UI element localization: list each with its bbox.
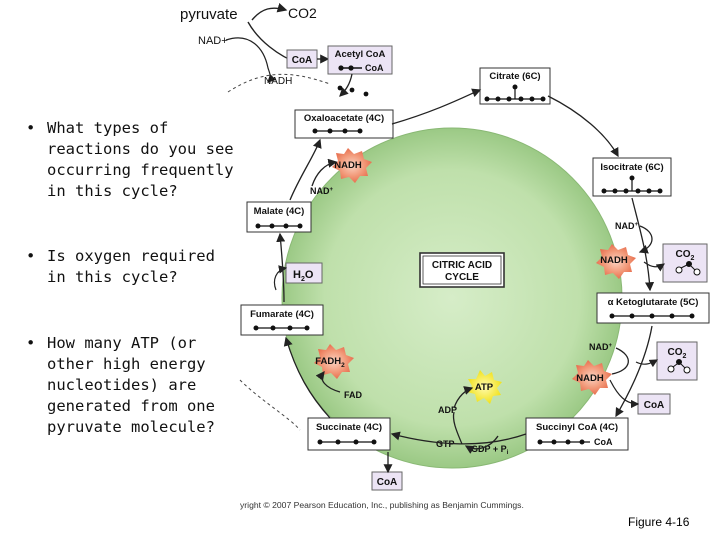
figure-caption: Figure 4-16 (628, 515, 690, 529)
nadh-top-label: NADH (264, 76, 292, 87)
svg-text:ATP: ATP (475, 382, 494, 393)
nad-plus-label-right2: NAD+ (589, 342, 613, 352)
oxaloacetate-chain (312, 128, 363, 134)
fadh2-star: FADH2 (314, 344, 354, 379)
cycle-arrows (276, 88, 655, 474)
succinyl-coa-label: Succinyl CoA (4C) (536, 422, 618, 433)
svg-text:NADH: NADH (600, 255, 628, 266)
succinate-box (307, 417, 391, 451)
succinate-chain (317, 439, 377, 445)
h2o-label: H2O (293, 269, 314, 283)
oxaloacetate-label: Oxaloacetate (4C) (304, 113, 384, 124)
nadh-dot-chain (337, 85, 369, 97)
cycle-title-box (419, 252, 505, 288)
coa-top-label: CoA (292, 55, 313, 66)
succinyl-coa-group: CoA (594, 437, 613, 447)
pyruvate-to-co2-arrow (251, 2, 288, 21)
malate-label: Malate (4C) (254, 206, 305, 217)
co2-label-2: CO2 (668, 347, 687, 360)
nad-plus-label-right1: NAD+ (615, 221, 639, 231)
atp-star: ATP (467, 370, 502, 404)
acetyl-chain (338, 65, 362, 71)
gdp-pi-label: GDP + Pi (471, 444, 509, 456)
co2-top-label: CO2 (288, 5, 317, 21)
cycle-title-line1: CITRIC ACID (432, 260, 492, 271)
nad-plus-label-left: NAD+ (310, 186, 334, 196)
dashed-entry-line (227, 73, 331, 93)
question-list: What types of reactions do you see occur… (26, 118, 234, 438)
dashed-exit-line (239, 379, 301, 431)
nad-top-label: NAD+ (198, 35, 228, 47)
question-reaction-types: What types of reactions do you see occur… (26, 118, 234, 202)
cycle-title-line2: CYCLE (445, 272, 479, 283)
acetyl-coa-group: CoA (365, 63, 384, 73)
isocitrate-label: Isocitrate (6C) (600, 162, 663, 173)
question-oxygen: Is oxygen required in this cycle? (26, 246, 234, 288)
nadh-star-right: NADH (596, 244, 636, 279)
fumarate-chain (253, 325, 310, 331)
coa-side-label: CoA (644, 400, 665, 411)
gtp-label: GTP (436, 439, 455, 449)
malate-chain (255, 223, 303, 229)
oxaloacetate-box (294, 109, 394, 139)
svg-text:NADH: NADH (576, 373, 604, 384)
acetyl-coa-box (327, 45, 393, 75)
fumarate-label: Fumarate (4C) (250, 309, 314, 320)
co2-box-1 (662, 243, 708, 283)
a-ketoglutarate-chain (609, 313, 695, 319)
svg-text:NADH: NADH (334, 160, 362, 171)
svg-text:FADH2: FADH2 (315, 356, 345, 369)
citrate-label: Citrate (6C) (489, 71, 540, 82)
nad-to-nadh-arrow (225, 37, 277, 83)
co2-box-2 (656, 341, 698, 381)
pyruvate-label: pyruvate (180, 6, 238, 23)
question-atp-count: How many ATP (or other high energy nucle… (26, 333, 234, 438)
succinyl-chain (537, 439, 590, 445)
isocitrate-chain (601, 175, 663, 194)
fad-label: FAD (344, 390, 363, 400)
acetyl-coa-label: Acetyl CoA (335, 49, 386, 60)
nadh-star-lower: NADH (572, 360, 612, 395)
coa-bottom-label: CoA (377, 477, 398, 488)
copyright-notice: yright © 2007 Pearson Education, Inc., p… (240, 500, 524, 510)
co2-molecule-1 (675, 261, 701, 276)
nadh-star-left: NADH (332, 148, 372, 183)
succinate-label: Succinate (4C) (316, 422, 382, 433)
co2-molecule-2 (667, 359, 691, 374)
adp-label: ADP (438, 405, 457, 415)
a-ketoglutarate-label: α Ketoglutarate (5C) (608, 297, 699, 308)
co2-label-1: CO2 (676, 249, 695, 262)
citrate-chain (484, 84, 546, 102)
cycle-disk (281, 127, 623, 469)
